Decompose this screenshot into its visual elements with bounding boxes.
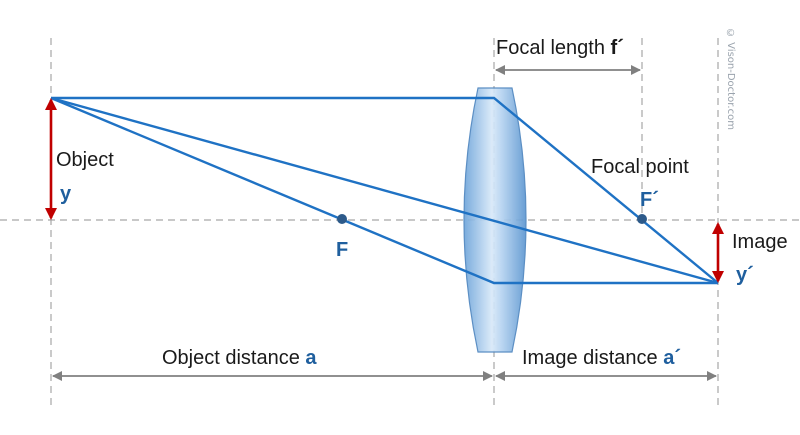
object-label: Object (56, 149, 114, 171)
focal-point-label: Focal point (591, 156, 689, 178)
image-symbol: y´ (736, 264, 754, 286)
object-symbol: y (60, 183, 72, 205)
image-distance-symbol: a´ (663, 347, 681, 369)
focal-ray (50, 96, 718, 285)
focal-F-label: F (336, 239, 349, 261)
focal-point-F (337, 214, 347, 224)
image-distance-label: Image distance a´ (522, 347, 681, 369)
focal-length-label: Focal length f´ (496, 37, 624, 59)
focal-F-prime-label: F´ (640, 189, 659, 211)
object-distance-label: Object distance a (162, 347, 317, 369)
object-distance-symbol: a (305, 347, 317, 369)
focal-length-symbol: f´ (610, 37, 624, 59)
chief-ray (50, 96, 719, 285)
focal-point-F-prime (637, 214, 647, 224)
image-label: Image (732, 231, 788, 253)
watermark: © Vison-Doctor.com (725, 28, 736, 130)
